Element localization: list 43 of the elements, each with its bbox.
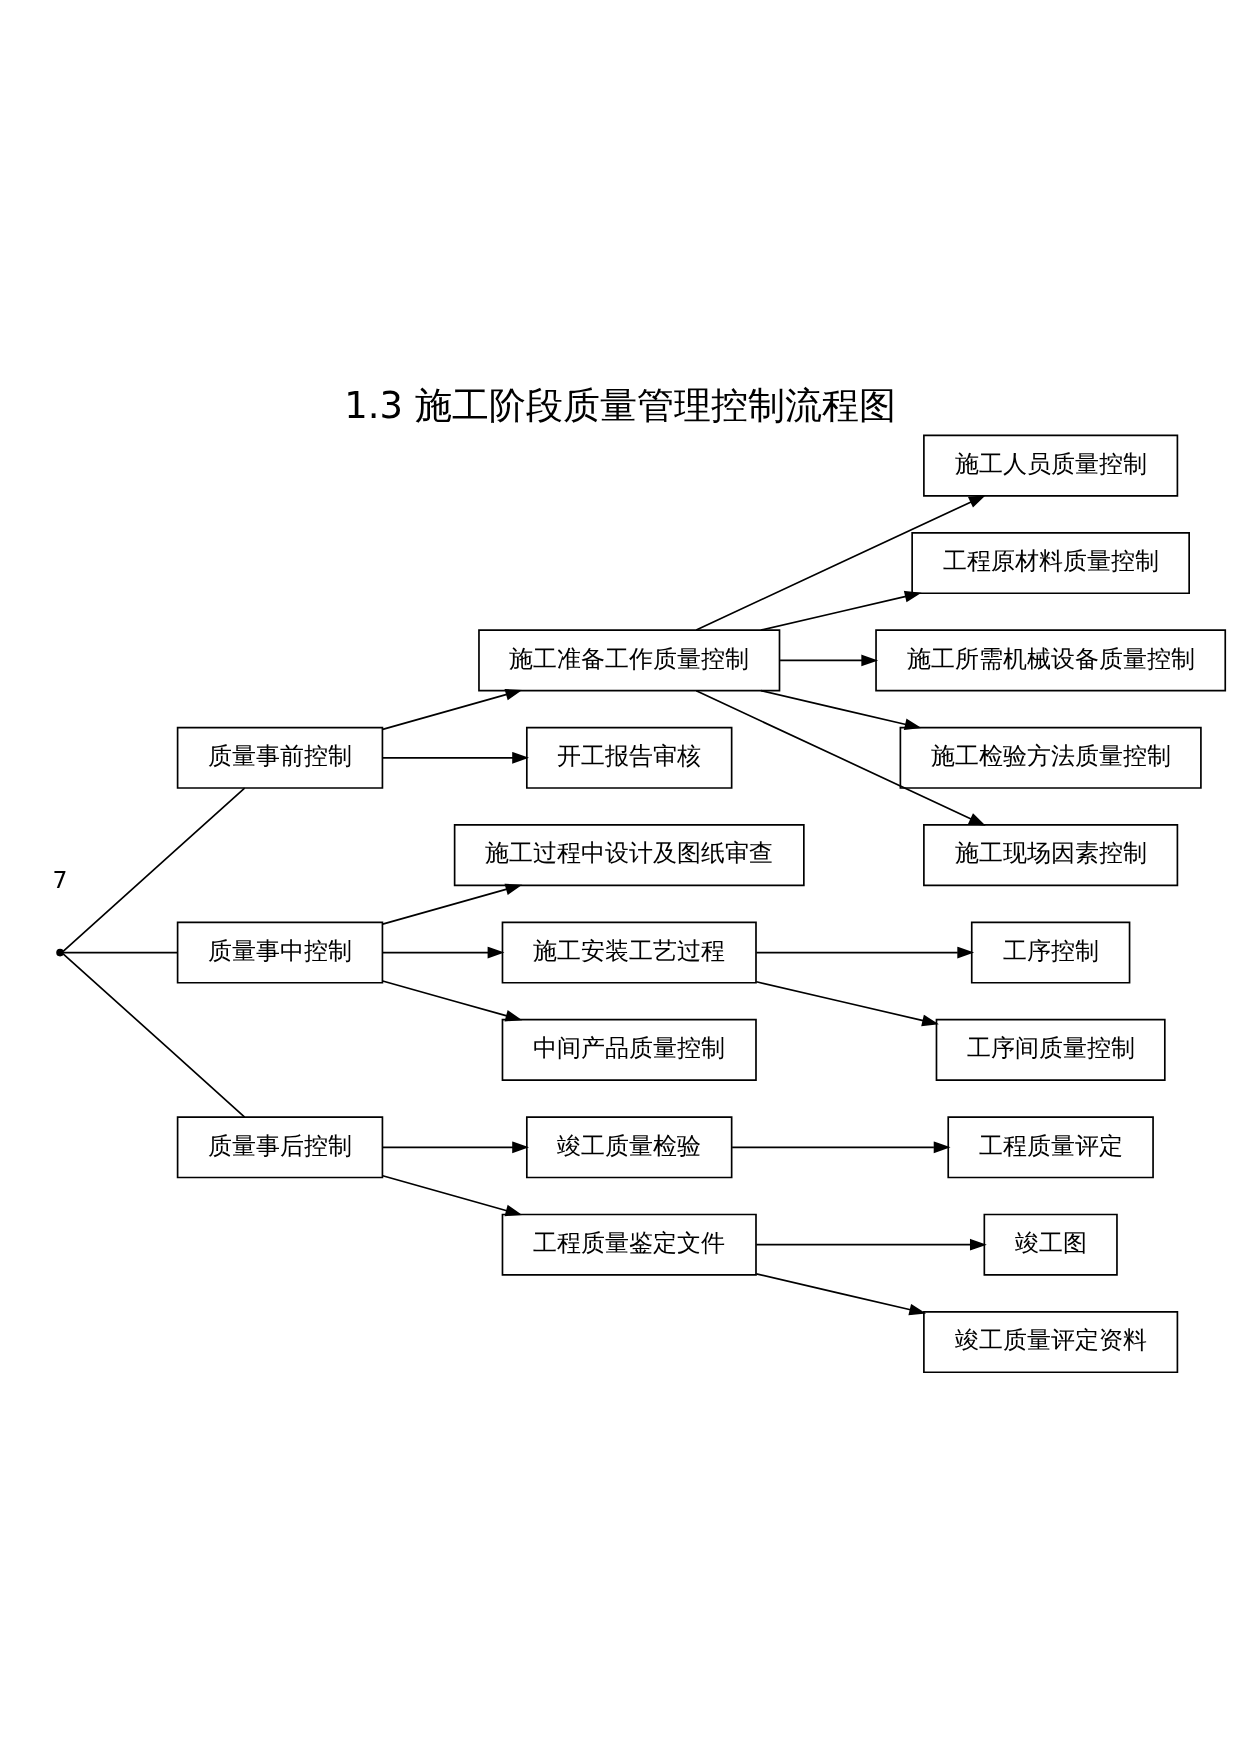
arrow xyxy=(381,1174,523,1217)
node-box: 工序控制 xyxy=(970,921,1131,984)
node-box: 工序间质量控制 xyxy=(935,1018,1166,1081)
node-box: 质量事后控制 xyxy=(176,1116,384,1179)
arrow xyxy=(779,654,879,667)
arrow xyxy=(381,751,529,764)
arrow xyxy=(755,980,939,1027)
node-box: 竣工质量评定资料 xyxy=(923,1311,1179,1374)
node-box: 中间产品质量控制 xyxy=(501,1018,757,1081)
node-box: 施工安装工艺过程 xyxy=(501,921,757,984)
node-box: 工程质量鉴定文件 xyxy=(501,1213,757,1276)
arrow xyxy=(381,883,523,925)
connector xyxy=(62,952,246,1118)
node-box: 施工人员质量控制 xyxy=(923,434,1179,497)
label: 7 xyxy=(52,866,68,895)
node-box: 施工准备工作质量控制 xyxy=(478,629,781,692)
arrow xyxy=(381,1141,529,1154)
arrow xyxy=(695,690,986,826)
node-box: 施工过程中设计及图纸审查 xyxy=(453,824,805,887)
node-box: 竣工质量检验 xyxy=(526,1116,733,1179)
node-box: 工程原材料质量控制 xyxy=(911,532,1190,595)
arrow xyxy=(760,689,922,731)
node-box: 竣工图 xyxy=(983,1213,1118,1276)
arrow xyxy=(381,688,523,731)
node-box: 开工报告审核 xyxy=(526,726,733,789)
arrow xyxy=(755,1238,987,1251)
node-box: 质量事中控制 xyxy=(176,921,384,984)
arrow xyxy=(755,946,975,959)
arrow xyxy=(695,495,986,631)
arrow xyxy=(755,1273,927,1316)
connector xyxy=(62,951,178,954)
node-box: 质量事前控制 xyxy=(176,726,384,789)
arrow xyxy=(381,946,505,959)
node-box: 施工检验方法质量控制 xyxy=(899,726,1202,789)
node-box: 施工现场因素控制 xyxy=(923,824,1179,887)
diagram-title: 1.3 施工阶段质量管理控制流程图 xyxy=(344,383,896,427)
node-box: 工程质量评定 xyxy=(947,1116,1154,1179)
arrow xyxy=(760,590,922,631)
arrow xyxy=(381,980,523,1022)
connector xyxy=(62,787,246,953)
node-point xyxy=(56,948,64,957)
arrow xyxy=(731,1141,951,1154)
node-box: 施工所需机械设备质量控制 xyxy=(875,629,1227,692)
